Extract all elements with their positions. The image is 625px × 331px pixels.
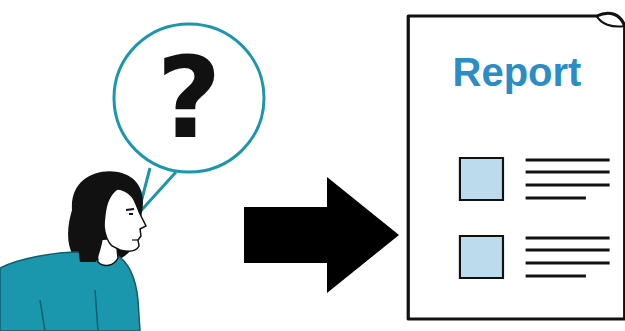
block-arrow — [244, 177, 399, 293]
shirt — [0, 252, 140, 331]
report-document: Report — [405, 8, 625, 322]
bubble-tail — [138, 168, 176, 214]
speech-bubble: ? — [112, 22, 266, 174]
question-mark: ? — [157, 42, 222, 154]
document-title: Report — [405, 52, 625, 92]
